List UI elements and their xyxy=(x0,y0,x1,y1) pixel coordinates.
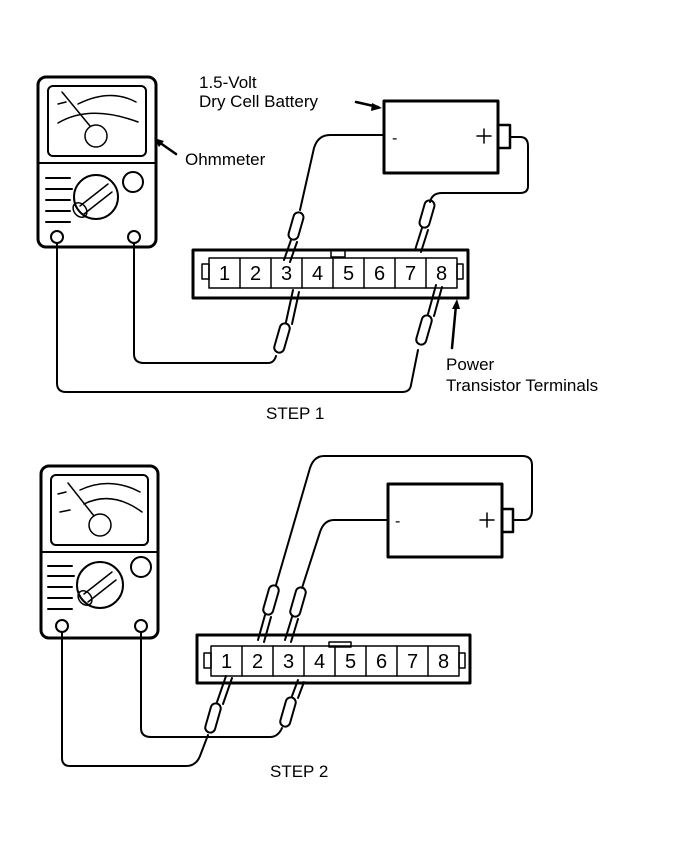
power-label-line2: Transistor Terminals xyxy=(446,376,598,395)
battery-plus-sign xyxy=(479,512,495,528)
probe-jack-left[interactable] xyxy=(55,619,69,633)
range-selector-dial[interactable] xyxy=(73,174,119,220)
battery-minus-sign: - xyxy=(392,130,397,147)
meter-scale-arc xyxy=(57,112,139,124)
terminal-5[interactable]: 5 xyxy=(343,263,354,285)
connector-end-tab xyxy=(458,652,466,669)
step-1-title: STEP 1 xyxy=(266,404,324,423)
terminal-7[interactable]: 7 xyxy=(405,263,416,285)
terminal-1[interactable]: 1 xyxy=(219,263,230,285)
test-clip xyxy=(289,586,307,618)
test-clip xyxy=(287,211,305,241)
ohmmeter-lead-right xyxy=(133,242,277,364)
battery-body xyxy=(382,99,500,175)
battery-positive-wire xyxy=(429,136,529,203)
terminal-7[interactable]: 7 xyxy=(407,651,418,673)
ohmmeter-lead-left xyxy=(61,631,209,767)
meter-needle xyxy=(61,91,91,127)
test-clip xyxy=(418,199,436,229)
connector-latch xyxy=(328,641,352,648)
terminal-5[interactable]: 5 xyxy=(345,651,356,673)
terminal-8[interactable]: 8 xyxy=(436,263,447,285)
ohmmeter-lead-right xyxy=(140,631,283,738)
test-probe xyxy=(257,614,272,643)
ohmmeter-label: Ohmmeter xyxy=(185,150,266,169)
test-clip xyxy=(415,314,433,346)
terminal-2[interactable]: 2 xyxy=(250,263,261,285)
connector-latch xyxy=(330,249,346,258)
probe-jack-right[interactable] xyxy=(134,619,148,633)
terminal-1[interactable]: 1 xyxy=(221,651,232,673)
meter-scale-arc xyxy=(59,497,143,513)
dial-knob xyxy=(83,571,117,603)
battery-1: - xyxy=(382,99,512,175)
test-probe xyxy=(216,675,233,705)
connector-end-tab xyxy=(456,263,464,280)
probe-jack-left[interactable] xyxy=(50,230,64,244)
terminal-4[interactable]: 4 xyxy=(312,263,323,285)
battery-negative-wire xyxy=(299,134,385,211)
meter-scale-arc xyxy=(57,482,141,495)
ohmmeter-2 xyxy=(39,464,160,640)
battery-label-line1: 1.5-Volt xyxy=(199,73,257,92)
meter-needle xyxy=(67,482,95,517)
test-probe xyxy=(427,284,443,317)
terminal-2[interactable]: 2 xyxy=(252,651,263,673)
zero-adjust-knob[interactable] xyxy=(130,556,152,578)
power-label-line1: Power xyxy=(446,355,495,374)
connector-end-tab xyxy=(203,652,212,669)
terminals-pointer-arrow xyxy=(450,303,458,350)
test-probe xyxy=(285,289,300,325)
range-selector-dial[interactable] xyxy=(76,561,124,609)
connector-housing xyxy=(195,633,472,685)
terminal-4[interactable]: 4 xyxy=(314,651,325,673)
test-clip xyxy=(204,702,222,734)
meter-display xyxy=(50,474,149,546)
battery-negative-wire xyxy=(301,519,389,589)
battery-minus-sign: - xyxy=(395,513,400,530)
ohmmeter-lead-left xyxy=(56,242,419,393)
terminal-3[interactable]: 3 xyxy=(283,651,294,673)
test-probe xyxy=(291,679,305,699)
battery-plus-sign xyxy=(476,128,492,144)
ohmmeter-1 xyxy=(36,75,158,249)
zero-adjust-knob[interactable] xyxy=(122,171,144,193)
dial-knob xyxy=(79,183,113,215)
battery-terminal-cap xyxy=(500,507,515,534)
battery-label-line2: Dry Cell Battery xyxy=(199,92,319,111)
test-probe xyxy=(284,616,299,643)
meter-pivot xyxy=(84,124,108,148)
terminal-8[interactable]: 8 xyxy=(438,651,449,673)
terminal-6[interactable]: 6 xyxy=(374,263,385,285)
meter-pivot xyxy=(88,513,112,537)
test-clip xyxy=(279,696,297,728)
meter-scale-arc xyxy=(77,94,137,105)
terminal-6[interactable]: 6 xyxy=(376,651,387,673)
probe-jack-right[interactable] xyxy=(127,230,141,244)
battery-positive-wire xyxy=(275,455,533,586)
meter-display xyxy=(47,85,147,157)
connector-end-tab xyxy=(201,263,210,280)
step-2-title: STEP 2 xyxy=(270,762,328,781)
test-clip xyxy=(273,322,291,354)
battery-2: - xyxy=(386,482,515,559)
terminal-3[interactable]: 3 xyxy=(281,263,292,285)
battery-terminal-cap xyxy=(496,123,512,150)
test-clip xyxy=(262,584,280,616)
test-probe xyxy=(414,227,429,253)
